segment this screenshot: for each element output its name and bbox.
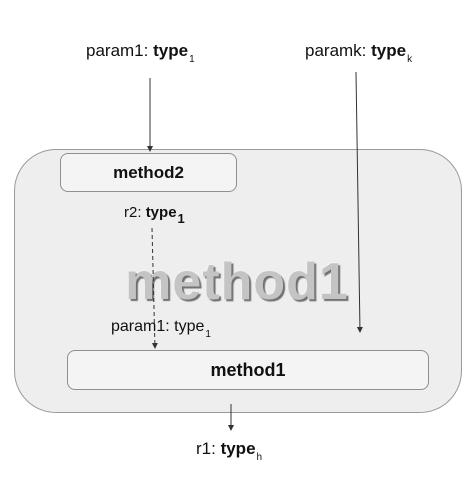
param1-label: param1: type1	[86, 41, 195, 65]
r1-label: r1: typeh	[196, 439, 263, 463]
r2-label: r2: type1	[124, 204, 185, 226]
inner-param1-label: param1: type1	[111, 318, 211, 340]
r2-dashed-arrow	[151, 227, 158, 349]
method2-box: method2	[60, 153, 237, 192]
container-title: method1	[125, 253, 349, 311]
paramk-arrow	[355, 71, 363, 333]
method1-box: method1	[67, 350, 429, 390]
paramk-label: paramk: typek	[305, 41, 413, 65]
